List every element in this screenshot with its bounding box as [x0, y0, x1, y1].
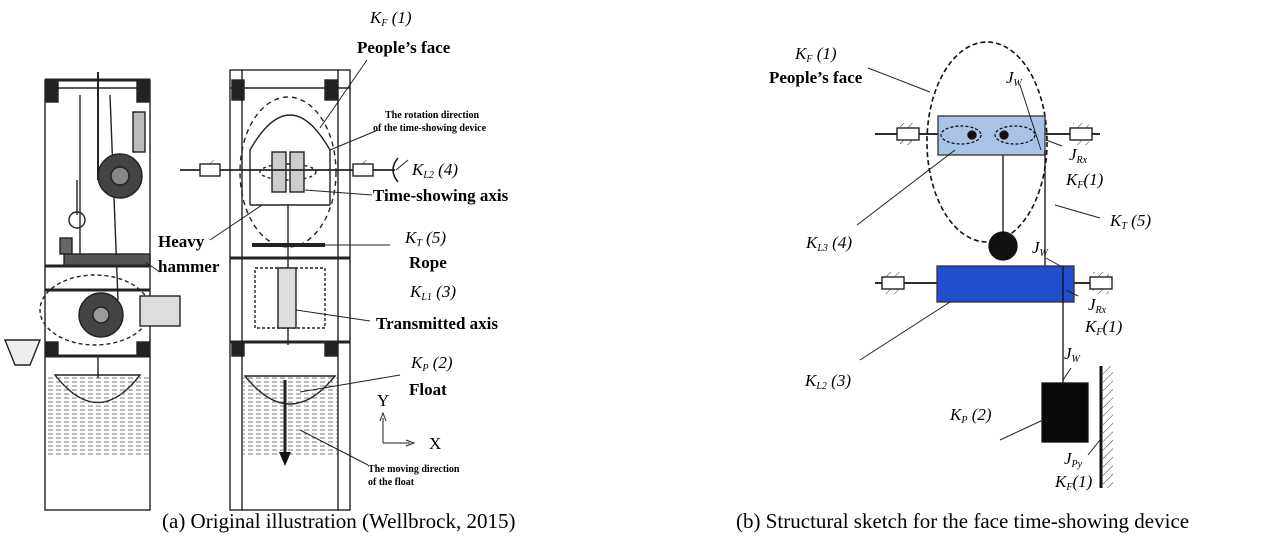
kl2-label-b: KL2 (3) — [804, 371, 851, 392]
time-showing-axis-label: Time-showing axis — [373, 186, 509, 205]
rope-label: Rope — [409, 253, 447, 272]
kl2-label-a: KL2 (4) — [411, 160, 458, 181]
figure-b-leaders — [856, 67, 1101, 456]
kf1d-label: KF(1) — [1054, 472, 1093, 493]
kp-label-a: KP (2) — [410, 353, 453, 374]
peoples-face-label-b: People’s face — [769, 68, 863, 87]
jpy-label: JPy — [1064, 449, 1083, 470]
transmitted-axis-label: Transmitted axis — [376, 314, 498, 333]
axis-y-label: Y — [377, 391, 389, 410]
kf1c-label: KF(1) — [1084, 317, 1123, 338]
jw2-label: JW — [1032, 238, 1050, 259]
hammer-label: hammer — [158, 257, 220, 276]
kp-label-b: KP (2) — [949, 405, 992, 426]
float-label: Float — [409, 380, 447, 399]
jw3-label: JW — [1064, 344, 1082, 365]
rotation-direction-line1: The rotation direction — [385, 110, 480, 121]
jw1-label: JW — [1006, 68, 1024, 89]
kl1-label-a: KL1 (3) — [409, 282, 456, 303]
jrx2-label: JRx — [1088, 295, 1107, 316]
figure-a-illustration — [3, 69, 399, 511]
kf1b-label: KF(1) — [1065, 170, 1104, 191]
heavy-label: Heavy — [158, 232, 205, 251]
moving-direction-line2: of the float — [368, 477, 415, 488]
axis-x-label: X — [429, 434, 441, 453]
moving-direction-line1: The moving direction — [368, 464, 460, 475]
rotation-direction-line2: of the time-showing device — [373, 123, 487, 134]
figure-b-sketch — [875, 41, 1113, 488]
figure-a-leaders — [144, 59, 416, 466]
kt-label-a: KT (5) — [404, 228, 446, 249]
kl3-label-b: KL3 (4) — [805, 233, 852, 254]
caption-b: (b) Structural sketch for the face time-… — [736, 509, 1189, 533]
kf1-label-b: KF (1) — [794, 44, 837, 65]
peoples-face-label-a: People’s face — [357, 38, 451, 57]
kf1-label-a: KF (1) — [369, 8, 412, 29]
jrx1-label: JRx — [1069, 145, 1088, 166]
kt-label-b: KT (5) — [1109, 211, 1151, 232]
caption-a: (a) Original illustration (Wellbrock, 20… — [162, 509, 515, 533]
